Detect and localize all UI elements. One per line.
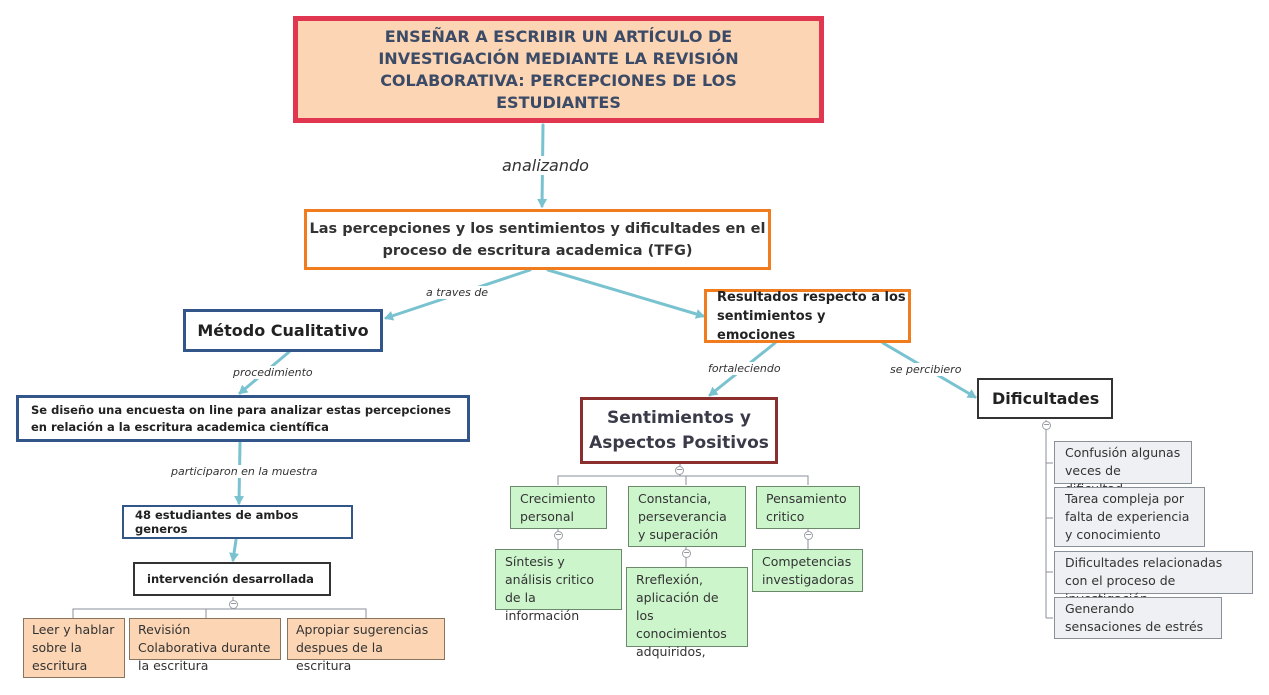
focus-text: Las percepciones y los sentimientos y di…: [309, 220, 766, 259]
difficulty-label: Generando sensaciones de estrés: [1065, 601, 1204, 634]
focus-node[interactable]: Las percepciones y los sentimientos y di…: [304, 209, 771, 270]
collapse-critical-icon[interactable]: −: [804, 530, 813, 540]
activity-collab-review[interactable]: Revisión Colaborativa durante la escritu…: [129, 618, 281, 673]
method-title: Método Cualitativo: [197, 321, 369, 340]
difficulties-title: Dificultades: [992, 389, 1100, 408]
method-node[interactable]: Método Cualitativo: [183, 309, 383, 352]
link-label-strengthening: fortaleciendo: [705, 362, 784, 375]
main-title-node[interactable]: ENSEÑAR A ESCRIBIR UN ARTÍCULO DE INVEST…: [293, 16, 824, 123]
activity-appropriate[interactable]: Apropiar sugerencias despues de la escri…: [287, 618, 445, 673]
positive-item-constancy[interactable]: Constancia, perseverancia y superación: [628, 486, 746, 547]
positive-item-critical[interactable]: Pensamiento critico: [756, 486, 860, 529]
positive-child-synthesis[interactable]: Síntesis y análisis critico de la inform…: [495, 549, 622, 623]
activity-label: Revisión Colaborativa durante la escritu…: [138, 622, 271, 673]
results-node[interactable]: Resultados respecto a los sentimientos y…: [704, 289, 911, 343]
activity-label: Leer y hablar sobre la escritura: [32, 622, 115, 673]
difficulty-label: Tarea compleja por falta de experiencia …: [1065, 491, 1190, 542]
students-text: 48 estudiantes de ambos generos: [135, 508, 299, 536]
positive-child-label: Síntesis y análisis critico de la inform…: [505, 554, 595, 623]
difficulty-item-stress[interactable]: Generando sensaciones de estrés: [1054, 597, 1222, 639]
link-label-through: a traves de: [423, 286, 492, 299]
collapse-constancy-icon[interactable]: −: [682, 548, 691, 558]
positive-aspects-title: Sentimientos y Aspectos Positivos: [589, 407, 769, 453]
intervention-node[interactable]: intervención desarrollada: [133, 562, 331, 596]
link-students-intervention: [229, 538, 239, 562]
positive-aspects-node[interactable]: Sentimientos y Aspectos Positivos: [580, 397, 778, 464]
students-node[interactable]: 48 estudiantes de ambos generos: [122, 505, 353, 539]
positive-item-label: Constancia, perseverancia y superación: [638, 491, 727, 542]
results-title: Resultados respecto a los sentimientos y…: [717, 289, 906, 343]
link-focus-results: [546, 268, 705, 319]
link-label-procedure: procedimiento: [230, 366, 316, 379]
activity-read-talk[interactable]: Leer y hablar sobre la escritura: [23, 618, 125, 678]
positive-child-label: Rreflexión, aplicación de los conocimien…: [636, 572, 727, 659]
positive-item-label: Crecimiento personal: [520, 491, 596, 524]
positive-item-label: Pensamiento critico: [766, 491, 847, 524]
link-label-participated: participaron en la muestra: [168, 465, 321, 478]
tree-intervention: [72, 597, 367, 618]
difficulty-item-research-process[interactable]: Dificultades relacionadas con el proceso…: [1054, 551, 1253, 606]
link-label-analyzing: analizando: [499, 156, 592, 175]
collapse-positive-icon[interactable]: −: [675, 465, 684, 475]
survey-text: Se diseño una encuesta on line para anal…: [31, 402, 451, 434]
survey-node[interactable]: Se diseño una encuesta on line para anal…: [16, 395, 470, 442]
difficulties-node[interactable]: Dificultades: [977, 378, 1113, 419]
difficulty-item-complex-task[interactable]: Tarea compleja por falta de experiencia …: [1054, 487, 1205, 547]
positive-child-reflection[interactable]: Rreflexión, aplicación de los conocimien…: [626, 567, 748, 659]
tree-difficulties: [1045, 420, 1053, 619]
positive-item-growth[interactable]: Crecimiento personal: [510, 486, 607, 529]
positive-child-label: Competencias investigadoras: [762, 554, 854, 587]
collapse-intervention-icon[interactable]: −: [229, 599, 238, 609]
collapse-growth-icon[interactable]: −: [554, 530, 563, 540]
main-title: ENSEÑAR A ESCRIBIR UN ARTÍCULO DE INVEST…: [378, 26, 739, 112]
activity-label: Apropiar sugerencias despues de la escri…: [296, 622, 429, 673]
difficulty-item-confusion[interactable]: Confusión algunas veces de dificultad: [1054, 441, 1192, 496]
collapse-difficulties-icon[interactable]: −: [1042, 420, 1051, 430]
intervention-text: intervención desarrollada: [147, 572, 314, 586]
link-label-perceived: se percibiero: [887, 363, 965, 376]
positive-child-competencies[interactable]: Competencias investigadoras: [752, 549, 863, 592]
